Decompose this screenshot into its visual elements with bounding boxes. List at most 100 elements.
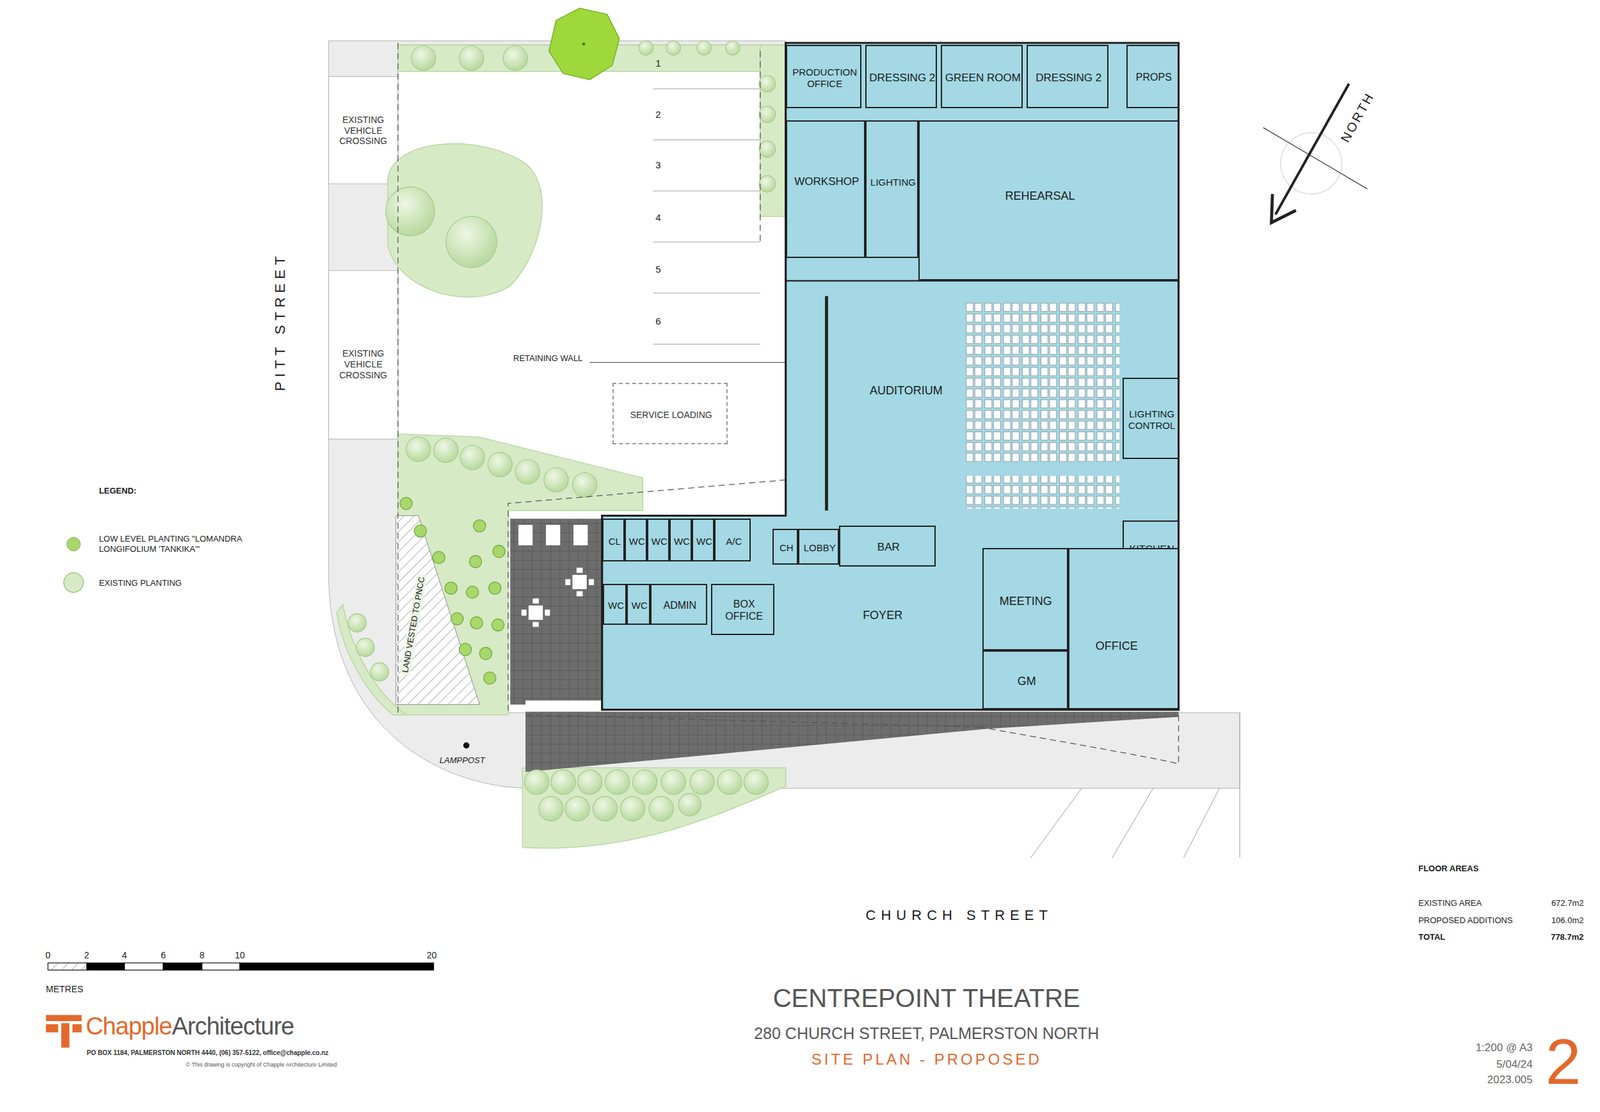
building-footprint — [602, 42, 1179, 710]
legend-text: EXISTING PLANTING — [99, 577, 247, 589]
bay-number: 5 — [655, 263, 661, 276]
room-label: WC — [608, 599, 624, 611]
room-label: ADMIN — [663, 599, 697, 612]
scale-number: 8 — [199, 949, 205, 961]
room-box: LIGHTING CONTROL — [1122, 377, 1179, 460]
room-label: PROPS — [1136, 71, 1172, 84]
room-label: GM — [1017, 674, 1037, 688]
room-box: WC — [626, 583, 651, 625]
room-label: WC — [629, 535, 646, 547]
room-box: WC — [624, 518, 648, 562]
scale-note: 1:200 @ A3 — [1475, 1041, 1533, 1055]
crossing-note: EXISTING VEHICLE CROSSING — [334, 348, 393, 381]
room-label: WC — [651, 535, 668, 547]
room-box: PROPS — [1126, 44, 1179, 109]
room-label: BAR — [877, 540, 900, 554]
legend-swatch — [66, 536, 81, 552]
room-label: CH — [779, 542, 794, 553]
room-label: FOYER — [862, 608, 903, 623]
room-label: LOBBY — [803, 542, 836, 553]
room-box: WC — [602, 583, 627, 625]
site-lines — [398, 42, 1179, 764]
copyright-note: © This drawing is copyright of Chapple A… — [186, 1061, 338, 1069]
scale-number: 10 — [234, 949, 246, 961]
room-box: WC — [647, 518, 670, 562]
bay-number: 6 — [655, 315, 661, 328]
vested-land-hatch — [396, 515, 480, 704]
north-arrow — [1263, 83, 1368, 223]
address-line: 280 CHURCH STREET, PALMERSTON NORTH — [753, 1023, 1099, 1043]
room-label: CL — [608, 535, 621, 547]
low-planting — [400, 497, 505, 685]
legend-text: LOW LEVEL PLANTING "LOMANDRA LONGIFOLIUM… — [99, 533, 247, 554]
room-label: DRESSING 2 — [869, 71, 936, 85]
scale-number: 6 — [160, 949, 166, 961]
room-area: AUDITORIUM — [828, 285, 962, 512]
room-label: PRODUCTION OFFICE — [789, 66, 861, 89]
lamppost-label: LAMPPOST — [439, 755, 486, 766]
contact-line: PO BOX 1184, PALMERSTON NORTH 4440, (06)… — [87, 1048, 329, 1057]
room-label: GREEN ROOM — [945, 71, 1021, 85]
scale-number: 0 — [45, 949, 51, 961]
room-label: WORKSHOP — [794, 175, 859, 189]
job-number: 2023.005 — [1487, 1073, 1533, 1087]
room-box: WORKSHOP — [785, 120, 866, 258]
room-area: FOYER — [775, 567, 984, 710]
room-label: OFFICE — [1095, 639, 1138, 653]
legend-swatch — [63, 572, 84, 593]
room-box: GM — [982, 650, 1069, 710]
table-cell: PROPOSED ADDITIONS — [1418, 915, 1513, 926]
room-box: BOX OFFICE — [711, 583, 775, 635]
room-box: WC — [691, 518, 715, 562]
room-label: DRESSING 2 — [1035, 71, 1102, 85]
room-label: WC — [696, 535, 713, 547]
table-cell: 672.7m2 — [1551, 897, 1584, 909]
street-name: CHURCH STREET — [865, 906, 1053, 924]
room-box: CH — [772, 528, 799, 565]
room-label: LIGHTING — [870, 176, 916, 188]
table-cell: TOTAL — [1418, 931, 1446, 943]
logo-mark — [46, 1014, 82, 1048]
room-box: MEETING — [982, 547, 1069, 650]
date-note: 5/04/24 — [1496, 1057, 1533, 1071]
scale-number: 20 — [426, 949, 438, 961]
bay-number: 1 — [655, 57, 661, 70]
room-box: LIGHTING — [865, 120, 919, 258]
room-label: WC — [673, 535, 690, 547]
room-label: BOX OFFICE — [714, 598, 774, 623]
footpaths — [328, 40, 1240, 858]
room-box: DRESSING 2 — [1026, 44, 1109, 109]
table-cell: EXISTING AREA — [1418, 897, 1482, 909]
room-box: OFFICE — [1068, 547, 1179, 710]
wall-label: RETAINING WALL — [513, 353, 583, 364]
room-label: SERVICE LOADING — [630, 409, 713, 420]
room-box: REHEARSAL — [918, 120, 1179, 281]
room-label: AUDITORIUM — [869, 384, 943, 398]
drawing-title: CENTREPOINT THEATRE — [773, 982, 1081, 1014]
crossing-note: EXISTING VEHICLE CROSSING — [334, 114, 393, 147]
sheet-number: 2 — [1545, 1022, 1582, 1100]
room-box: WC — [669, 518, 692, 562]
bay-number: 2 — [655, 108, 661, 121]
room-box: BAR — [839, 525, 936, 567]
logo-text: Chapple — [85, 1011, 173, 1042]
scale-bar — [48, 962, 434, 970]
street-name: PITT STREET — [272, 252, 289, 392]
logo-text: Architecture — [171, 1011, 294, 1042]
room-label: WC — [631, 599, 648, 611]
room-label: REHEARSAL — [1005, 189, 1076, 203]
drawing-caption: SITE PLAN - PROPOSED — [811, 1050, 1042, 1069]
table-heading: FLOOR AREAS — [1418, 863, 1479, 874]
north-label: NORTH — [1336, 89, 1378, 146]
loading-zone: SERVICE LOADING — [612, 382, 728, 445]
bay-number: 4 — [655, 211, 661, 224]
room-label: LIGHTING CONTROL — [1126, 408, 1178, 431]
room-label: A/C — [725, 535, 742, 547]
room-box: PRODUCTION OFFICE — [785, 44, 862, 109]
room-label: MEETING — [999, 594, 1053, 608]
scale-number: 2 — [84, 949, 90, 961]
room-box: DRESSING 2 — [865, 44, 937, 109]
room-box: GREEN ROOM — [940, 44, 1023, 109]
table-cell: 778.7m2 — [1550, 931, 1584, 943]
